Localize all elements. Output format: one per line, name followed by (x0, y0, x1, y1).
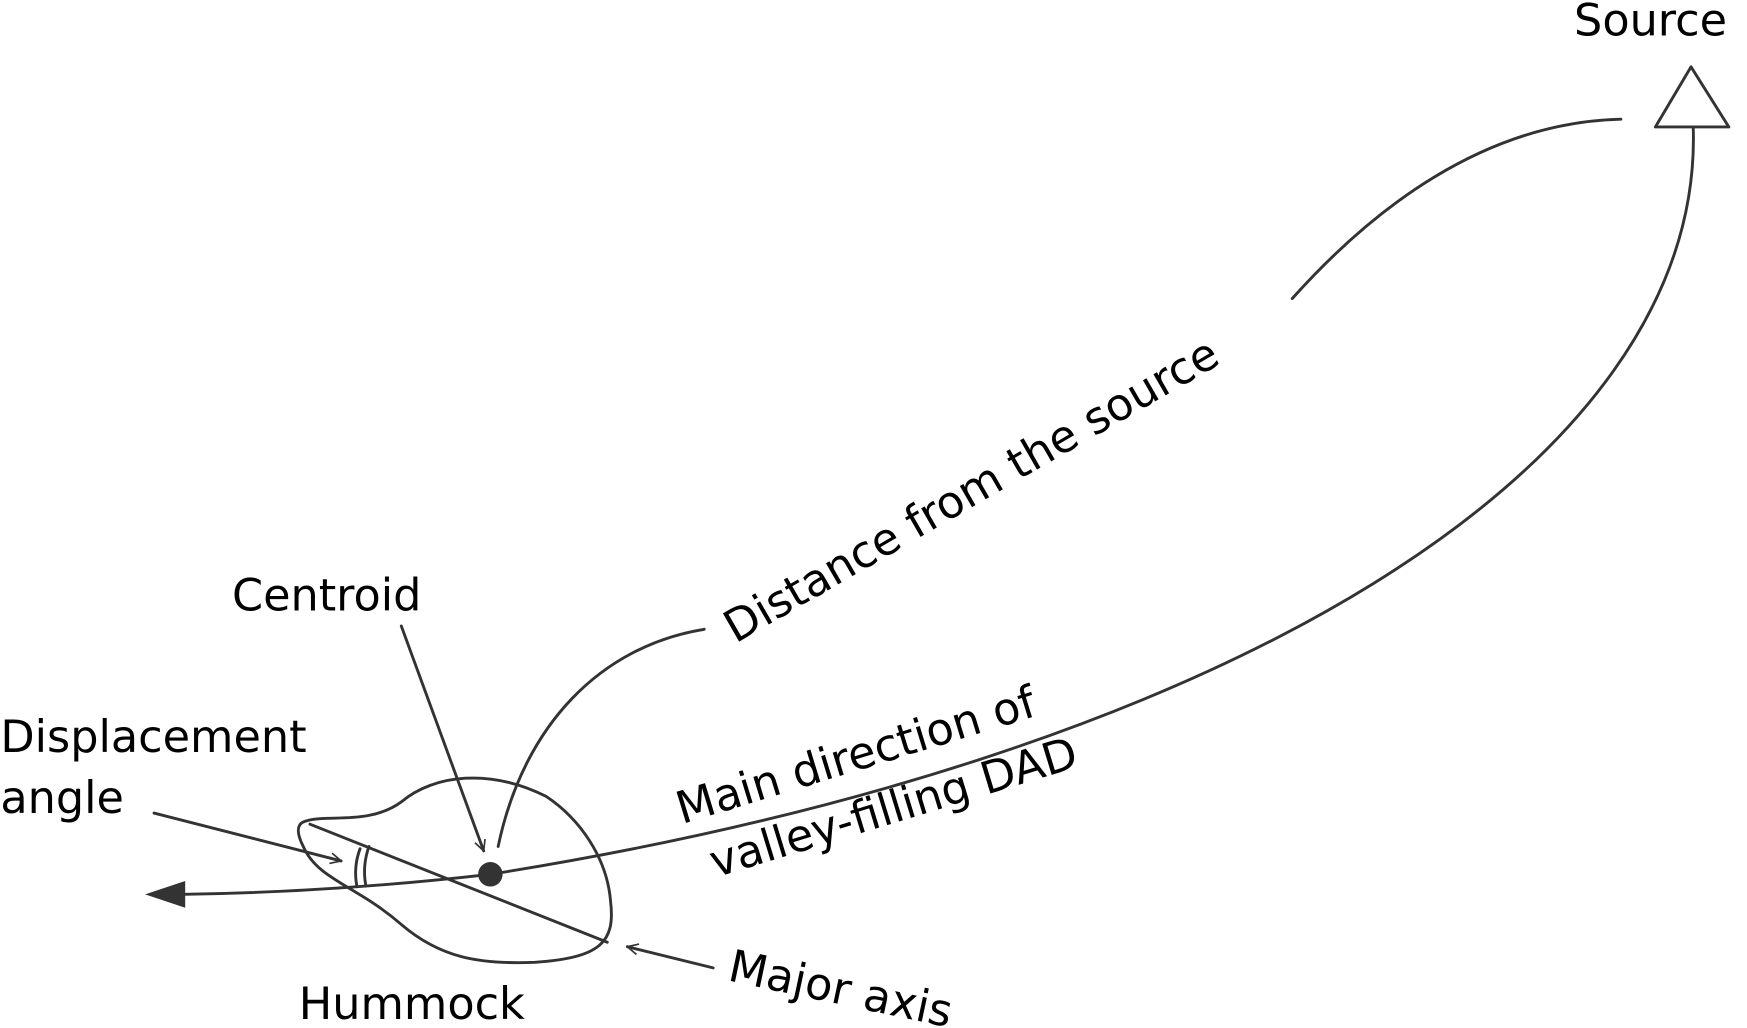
displacement-label-2: angle (0, 772, 124, 824)
displacement-label-1: Displacement (0, 711, 306, 763)
centroid-dot (478, 862, 503, 887)
hummock-outline (296, 776, 613, 965)
distance-curve (1290, 117, 1623, 300)
main-direction-curve (182, 125, 1695, 896)
centroid-arrow (399, 624, 483, 851)
angle-arc-outer (354, 847, 362, 887)
distance-label: Distance from the source (715, 327, 1228, 653)
source-label: Source (1574, 0, 1727, 47)
hummock-label: Hummock (299, 978, 525, 1028)
direction-arrowhead-icon (145, 880, 186, 908)
angle-arc-inner (363, 845, 371, 886)
major-axis-label: Major axis (724, 940, 957, 1028)
displacement-arrow (152, 811, 341, 861)
distance-curve-lower (496, 627, 706, 848)
source-triangle-icon (1653, 65, 1731, 129)
major-axis-line (308, 822, 609, 944)
major-axis-arrow (627, 947, 715, 970)
centroid-label: Centroid (232, 569, 421, 621)
